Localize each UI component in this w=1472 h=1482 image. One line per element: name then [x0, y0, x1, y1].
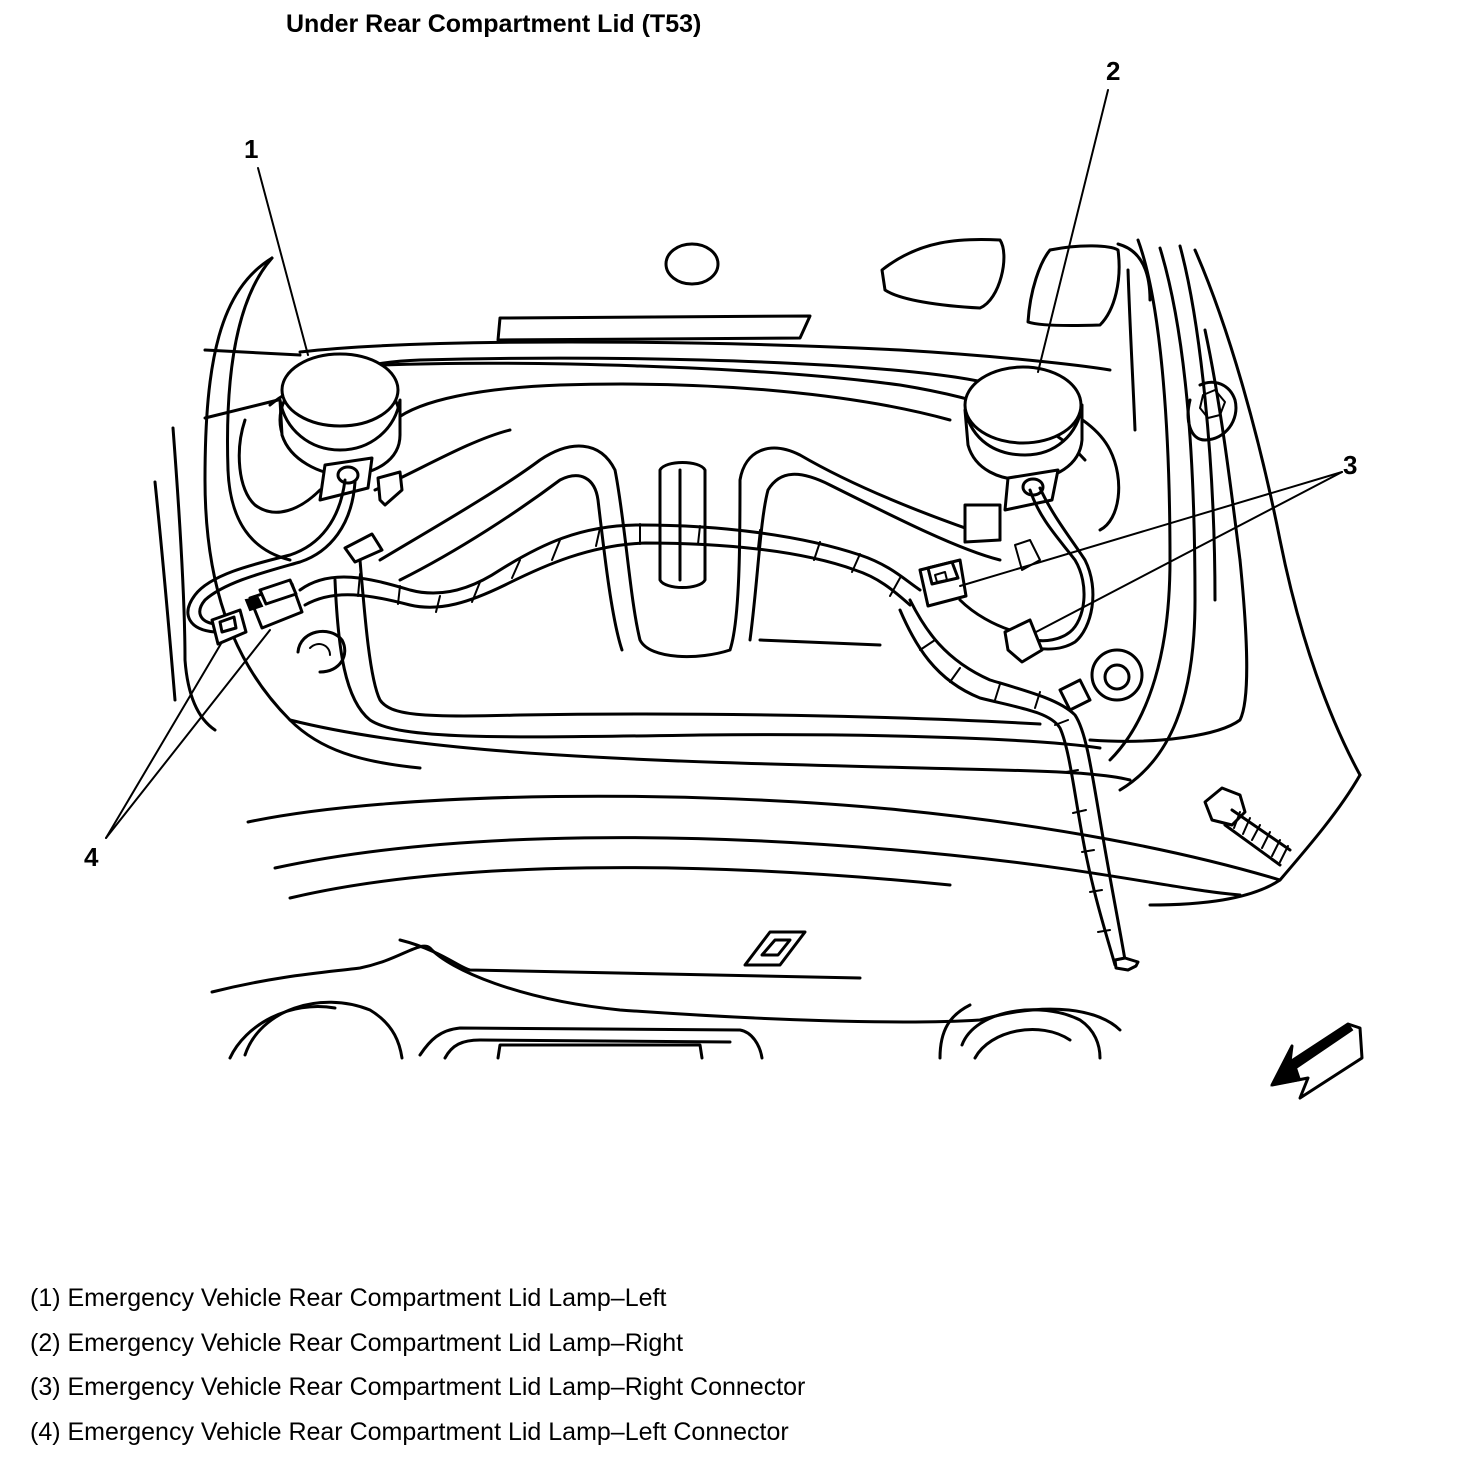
legend: (1) Emergency Vehicle Rear Compartment L…	[30, 1282, 805, 1460]
forward-arrow-icon	[1270, 1022, 1364, 1100]
legend-item-2: (2) Emergency Vehicle Rear Compartment L…	[30, 1328, 684, 1357]
lid-center-channels	[378, 444, 1002, 658]
callout-3: 3	[1343, 450, 1357, 480]
right-connector-pair	[918, 558, 1044, 664]
callout-4: 4	[84, 842, 99, 872]
callout-2: 2	[1106, 56, 1120, 86]
lid-panel-outline	[153, 238, 1362, 907]
lower-body-panel	[210, 938, 1122, 1060]
leader-lines	[105, 89, 1343, 839]
right-lamp	[963, 365, 1084, 571]
lid-openings-top	[496, 237, 1238, 442]
left-lamp	[278, 352, 404, 507]
callout-1: 1	[244, 134, 258, 164]
left-connector-pair	[210, 578, 304, 646]
legend-item-1: (1) Emergency Vehicle Rear Compartment L…	[30, 1284, 667, 1312]
lid-hardware	[296, 532, 1292, 967]
legend-item-4: (4) Emergency Vehicle Rear Compartment L…	[30, 1417, 789, 1446]
diagram-title: Under Rear Compartment Lid (T53)	[286, 10, 702, 38]
legend-item-3: (3) Emergency Vehicle Rear Compartment L…	[30, 1373, 806, 1401]
rear-compartment-lid-diagram: 1 2 3 4	[84, 56, 1364, 1100]
wire-harness	[186, 478, 1140, 972]
